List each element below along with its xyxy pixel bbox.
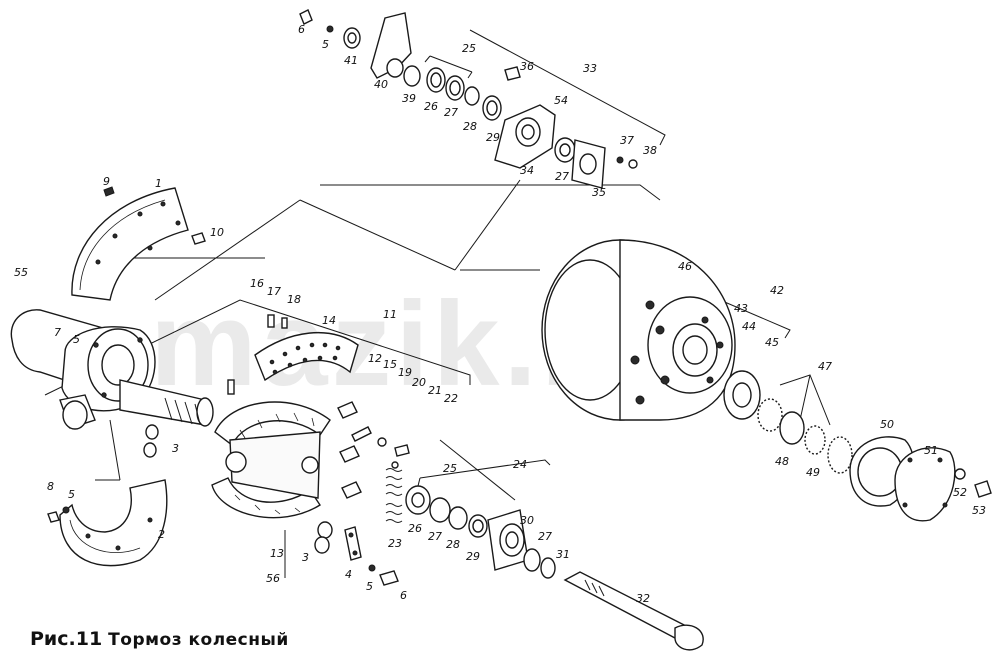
dust-shield-lower	[59, 479, 168, 567]
label-26a: 26	[424, 100, 438, 113]
label-3b: 3	[302, 551, 309, 564]
label-34: 34	[520, 164, 534, 177]
label-46: 46	[678, 260, 692, 273]
label-55: 55	[14, 266, 28, 279]
label-17: 17	[267, 285, 281, 298]
label-20: 20	[412, 376, 426, 389]
label-39: 39	[402, 92, 416, 105]
label-5c: 5	[366, 580, 373, 593]
label-24: 24	[513, 458, 527, 471]
label-21: 21	[428, 384, 442, 397]
label-18: 18	[287, 293, 301, 306]
label-7: 7	[54, 326, 61, 339]
label-6a: 6	[400, 589, 407, 602]
label-13: 13	[270, 547, 284, 560]
label-38: 38	[643, 144, 657, 157]
label-26b: 26	[408, 522, 422, 535]
return-springs	[385, 461, 403, 523]
label-44: 44	[742, 320, 756, 333]
label-27a: 27	[444, 106, 458, 119]
label-40: 40	[374, 78, 388, 91]
label-31: 31	[556, 548, 570, 561]
label-28b: 28	[446, 538, 460, 551]
label-12: 12	[368, 352, 382, 365]
label-49: 49	[806, 466, 820, 479]
label-3a: 3	[172, 442, 179, 455]
label-52: 52	[953, 486, 967, 499]
label-16: 16	[250, 277, 264, 290]
label-29a: 29	[486, 131, 500, 144]
label-25a: 25	[462, 42, 476, 55]
label-25b: 25	[443, 462, 457, 475]
label-15: 15	[383, 358, 397, 371]
camshaft-group	[405, 485, 704, 651]
label-8: 8	[47, 480, 54, 493]
label-51: 51	[924, 444, 938, 457]
assembly-lines	[44, 29, 831, 578]
small-pins	[227, 314, 410, 499]
label-48: 48	[775, 455, 789, 468]
label-41: 41	[344, 54, 358, 67]
label-42: 42	[770, 284, 784, 297]
brake-lining	[254, 332, 359, 382]
label-33: 33	[583, 62, 597, 75]
label-6b: 6	[298, 23, 305, 36]
slack-adjuster-group	[299, 9, 638, 189]
label-11: 11	[383, 308, 397, 321]
label-27c: 27	[428, 530, 442, 543]
label-36: 36	[520, 60, 534, 73]
hub-components	[723, 370, 992, 522]
label-19: 19	[398, 366, 412, 379]
axle-housing	[10, 309, 214, 430]
brake-shoes	[211, 401, 331, 519]
label-1: 1	[155, 177, 162, 190]
link-plate	[344, 526, 399, 586]
label-45: 45	[765, 336, 779, 349]
label-27b: 27	[555, 170, 569, 183]
label-43: 43	[734, 302, 748, 315]
label-23: 23	[388, 537, 402, 550]
label-32: 32	[636, 592, 650, 605]
label-14: 14	[322, 314, 336, 327]
label-53: 53	[972, 504, 986, 517]
label-5a: 5	[73, 333, 80, 346]
figure-number: Рис.11	[30, 628, 103, 650]
label-35: 35	[592, 186, 606, 199]
label-54: 54	[554, 94, 568, 107]
label-56: 56	[266, 572, 280, 585]
brake-drum	[541, 239, 736, 421]
label-2: 2	[158, 528, 165, 541]
label-37: 37	[620, 134, 634, 147]
label-50: 50	[880, 418, 894, 431]
washers-3	[143, 424, 333, 554]
label-28a: 28	[463, 120, 477, 133]
part-labels: 1 9 10 55 7 5 3 8 5 2 16 17 18 14 11 12 …	[14, 23, 986, 605]
label-5d: 5	[322, 38, 329, 51]
label-9: 9	[103, 175, 110, 188]
label-5b: 5	[68, 488, 75, 501]
figure-title: Тормоз колесный	[108, 630, 289, 650]
label-30: 30	[520, 514, 534, 527]
dust-shield-upper	[71, 187, 189, 301]
label-29b: 29	[466, 550, 480, 563]
label-4: 4	[345, 568, 352, 581]
label-47: 47	[818, 360, 832, 373]
label-10: 10	[210, 226, 224, 239]
label-22: 22	[444, 392, 458, 405]
label-27d: 27	[538, 530, 552, 543]
